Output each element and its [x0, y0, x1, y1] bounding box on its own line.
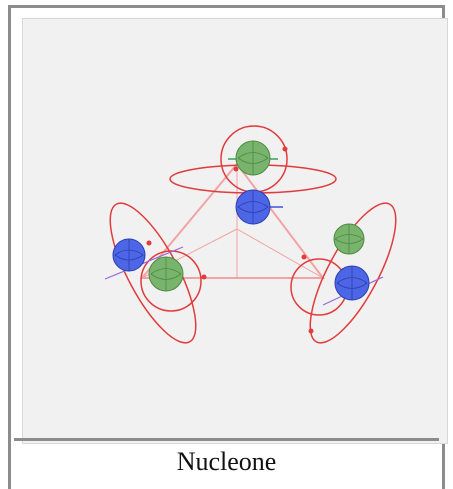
figure-caption: Nucleone: [176, 447, 277, 476]
figure-frame: Nucleone: [8, 5, 448, 489]
green-quark-top-grid: [237, 141, 269, 175]
blue-quark-right-grid: [336, 266, 368, 300]
green-quark-right-grid: [334, 224, 364, 254]
green-quark-left-grid: [150, 257, 182, 291]
left-marker-1: [146, 240, 152, 246]
top-marker-2: [282, 146, 288, 152]
left-orbit-circle: [140, 250, 202, 312]
triangle-median-right: [236, 228, 324, 279]
right-marker-2: [308, 328, 314, 334]
triangle-outline: [139, 162, 326, 279]
top-quark-group: [169, 125, 337, 225]
right-marker-1: [301, 254, 307, 260]
left-axis-purple: [104, 246, 184, 280]
left-marker-2: [201, 274, 207, 280]
nucleon-illustration: [104, 125, 397, 344]
top-marker-1: [233, 166, 239, 172]
blue-quark-left-grid: [114, 239, 144, 271]
nucleon-diagram: [22, 18, 448, 444]
blue-quark-top-grid: [237, 190, 269, 224]
right-quark-group: [290, 202, 397, 344]
caption-divider: [14, 438, 439, 441]
left-quark-group: [104, 202, 207, 344]
